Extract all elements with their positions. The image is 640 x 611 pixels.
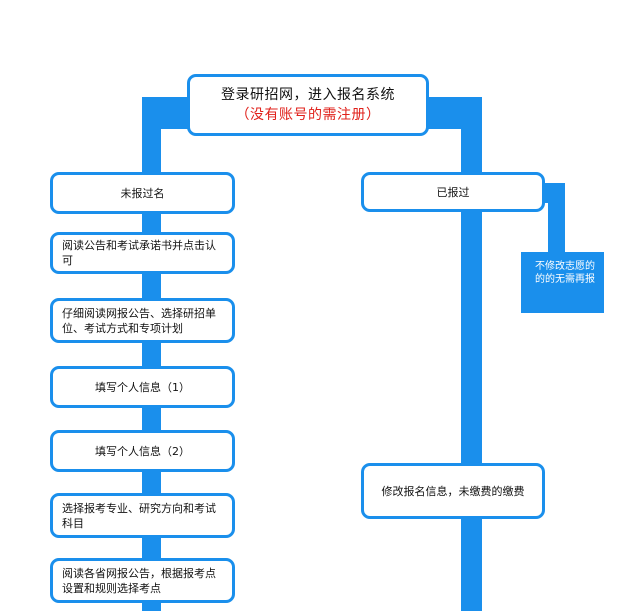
step-label: 阅读公告和考试承诺书并点击认可 bbox=[62, 239, 216, 267]
step-label: 填写个人信息（2） bbox=[95, 444, 190, 458]
start-title: 登录研招网，进入报名系统 bbox=[221, 87, 395, 103]
connector-left-trunk bbox=[142, 97, 161, 611]
step-label: 修改报名信息，未缴费的缴费 bbox=[381, 484, 525, 498]
no-change-note-text: 不修改志愿的的的无需再报 bbox=[535, 261, 595, 285]
step-label: 仔细阅读网报公告、选择研招单位、考试方式和专项计划 bbox=[62, 306, 216, 335]
already-registered-header: 已报过 bbox=[361, 172, 545, 212]
step-personal-info-2: 填写个人信息（2） bbox=[50, 430, 235, 472]
step-select-exam-site: 阅读各省网报公告，根据报考点设置和规则选择考点 bbox=[50, 558, 235, 603]
step-read-announcement: 阅读公告和考试承诺书并点击认可 bbox=[50, 232, 235, 274]
step-label: 阅读各省网报公告，根据报考点设置和规则选择考点 bbox=[62, 566, 216, 595]
step-select-major: 选择报考专业、研究方向和考试科目 bbox=[50, 493, 235, 538]
step-select-unit: 仔细阅读网报公告、选择研招单位、考试方式和专项计划 bbox=[50, 298, 235, 343]
no-change-note: 不修改志愿的的的无需再报 bbox=[521, 252, 604, 313]
not-registered-header: 未报过名 bbox=[50, 172, 235, 214]
not-registered-label: 未报过名 bbox=[120, 186, 165, 200]
already-registered-label: 已报过 bbox=[436, 185, 470, 199]
connector-note-vertical bbox=[548, 183, 565, 253]
register-note: （没有账号的需注册） bbox=[235, 107, 381, 123]
step-personal-info-1: 填写个人信息（1） bbox=[50, 366, 235, 408]
step-label: 填写个人信息（1） bbox=[95, 380, 190, 394]
step-modify-info: 修改报名信息，未缴费的缴费 bbox=[361, 463, 545, 519]
step-label: 选择报考专业、研究方向和考试科目 bbox=[62, 501, 216, 530]
start-box: 登录研招网，进入报名系统 （没有账号的需注册） bbox=[187, 74, 429, 136]
